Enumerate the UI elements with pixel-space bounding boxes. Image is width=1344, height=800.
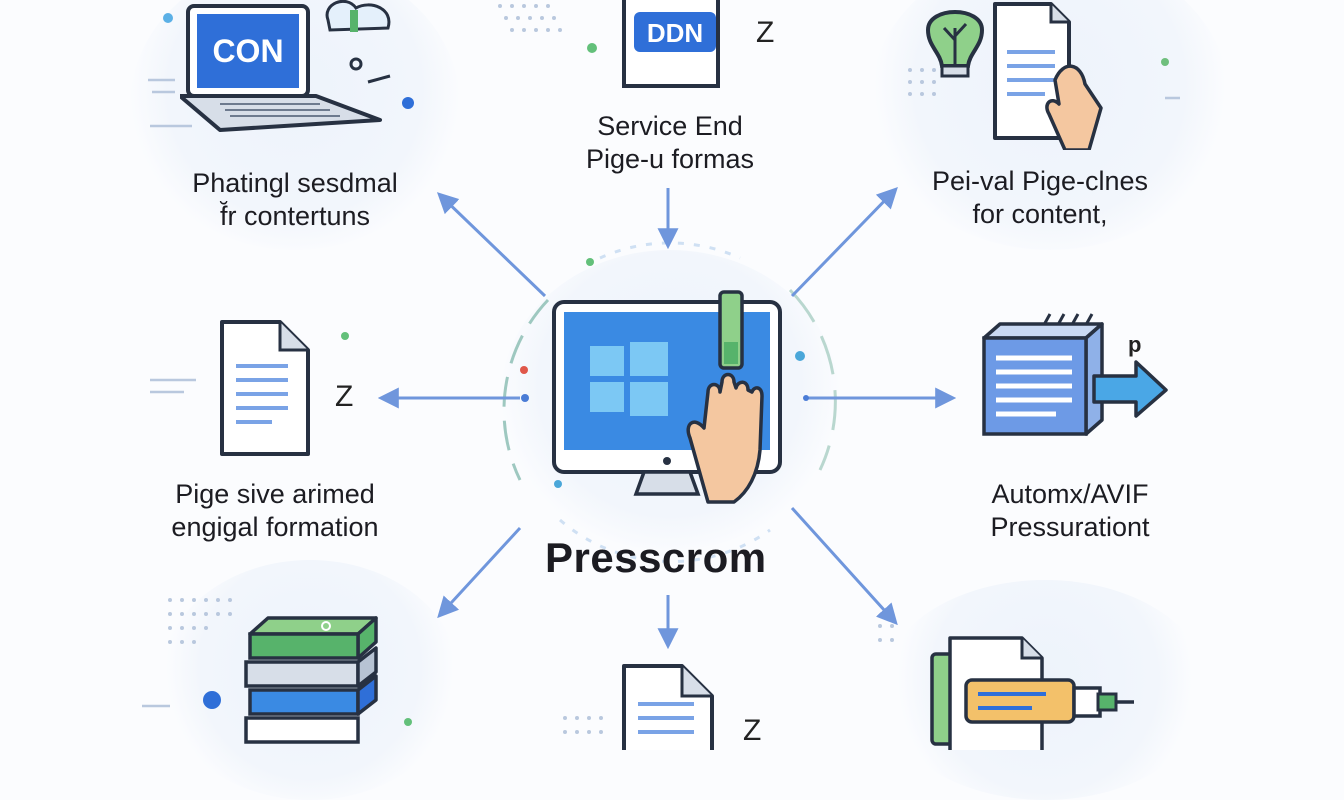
windows-logo-icon xyxy=(590,342,668,416)
top-left-label-line1: Phatingl sesdmal xyxy=(192,168,398,198)
top-right-label-line1: Pei-val Pige-clnes xyxy=(931,166,1149,196)
document-icon-bottom xyxy=(622,664,714,750)
decor-dots xyxy=(168,4,936,734)
top-center-label-line2: Pige-u formas xyxy=(585,144,755,174)
mid-right-label-line2: Pressurationt xyxy=(990,512,1150,542)
center-ring-arc-bottom xyxy=(559,518,771,564)
top-center-label-line1: Service End xyxy=(597,111,743,141)
center-ring-arc-left xyxy=(502,298,550,481)
center-ring-arc-right xyxy=(788,288,837,471)
compression-document-icon xyxy=(982,313,1168,436)
hand-document-icon xyxy=(993,2,1103,150)
mid-left-label: Pige sive arimed engigal formation xyxy=(130,478,420,544)
bottom-center-z: Z xyxy=(743,714,762,747)
document-icon-left xyxy=(220,320,310,456)
laptop-screen-text: CON xyxy=(212,33,283,69)
arrow-to-top-right xyxy=(790,186,898,298)
document-icon: DDN xyxy=(622,0,720,88)
mid-right-label-line1: Automx/AVIF xyxy=(991,479,1149,509)
arrow-to-bottom-right xyxy=(790,506,898,626)
book-stack-icon xyxy=(244,616,378,744)
decor-dashes xyxy=(142,78,1180,708)
top-right-label-line2: for content, xyxy=(972,199,1108,229)
mid-right-label: Automx/AVIF Pressurationt xyxy=(930,478,1210,544)
monitor-icon xyxy=(552,290,782,504)
decor-accent-dots xyxy=(163,13,1169,726)
file-connector-icon xyxy=(930,636,1134,750)
connector-layer xyxy=(142,4,1180,734)
mid-left-label-line2: engigal formation xyxy=(171,512,379,542)
document-screen-text: DDN xyxy=(647,18,703,48)
top-center-label: Service End Pige-u formas xyxy=(550,110,790,176)
top-left-label-line2: f̆r contertuns xyxy=(219,201,371,231)
arrow-to-bottom-left xyxy=(437,526,522,619)
top-center-z: Z xyxy=(756,16,775,49)
center-ring-arc-top xyxy=(599,241,741,260)
lightbulb-icon xyxy=(925,10,985,78)
top-left-label: Phatingl sesdmal f̆r contertuns xyxy=(150,167,440,233)
top-right-label: Pei-val Pige-clnes for content, xyxy=(895,165,1185,231)
laptop-icon: CON xyxy=(180,0,391,132)
mid-right-p: p xyxy=(1128,332,1142,357)
mid-left-z: Z xyxy=(335,380,354,413)
center-title: Presscrom xyxy=(545,534,767,581)
mid-left-label-line1: Pige sive arimed xyxy=(175,479,375,509)
arrow-to-top-left xyxy=(436,192,547,298)
